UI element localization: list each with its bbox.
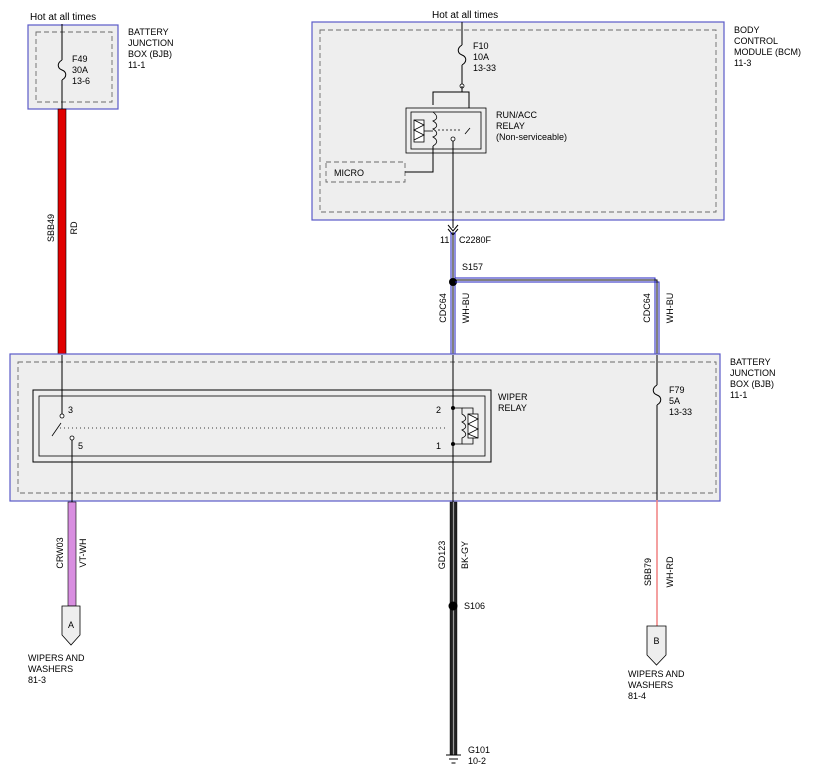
relay-pin1-node — [451, 442, 455, 446]
bjb-main-ref: 11-1 — [730, 390, 747, 400]
bcm-line2: CONTROL — [734, 36, 778, 46]
wiper-relay-resistor-zigzag — [467, 413, 479, 439]
wiper-relay-pin5: 5 — [78, 441, 83, 451]
wiper-relay-coil — [453, 407, 467, 445]
wire-sbb49-color: RD — [69, 221, 79, 234]
fuse-f79-name: F79 — [669, 385, 685, 395]
bjb-top-label: BATTERY JUNCTION BOX (BJB) 11-1 — [128, 27, 174, 70]
relay-feed-coil — [432, 86, 463, 105]
wire-gd123-circuit: GD123 — [437, 541, 447, 570]
run-acc-relay-line2: RELAY — [496, 121, 525, 131]
wire-sbb79-circuit: SBB79 — [643, 558, 653, 586]
relay-pin3-contact — [59, 413, 65, 419]
run-acc-relay — [405, 107, 487, 154]
wiper-relay — [32, 389, 492, 463]
bcm-box — [311, 21, 725, 221]
bjb-top-line2: JUNCTION — [128, 38, 174, 48]
splice-s106 — [448, 601, 458, 611]
offpage-b-line1: WIPERS AND — [628, 669, 685, 679]
offpage-b-line2: WASHERS — [628, 680, 673, 690]
ground-g101-name: G101 — [468, 745, 490, 755]
fuse-f49-symbol — [57, 59, 67, 81]
relay-switch-arm — [51, 422, 62, 437]
wiper-relay-resistor-leads — [462, 407, 474, 445]
wire-cdc64-right-color: WH-BU — [665, 293, 675, 324]
wire-cdc64-right — [455, 279, 658, 355]
wire-sbb49 — [57, 108, 67, 356]
fuse-f49-name: F49 — [72, 54, 88, 64]
bjb-main-line2: JUNCTION — [730, 368, 776, 378]
ground-g101-ref: 10-2 — [468, 756, 486, 766]
fuse-f49-rating: 30A — [72, 65, 88, 75]
fuse-f10-symbol — [457, 44, 467, 66]
bjb-main-line3: BOX (BJB) — [730, 379, 774, 389]
bjb-main-line1: BATTERY — [730, 357, 771, 367]
connector-name: C2280F — [459, 235, 492, 245]
fuse-f10-ref: 13-33 — [473, 63, 496, 73]
fuse-f79-ref: 13-33 — [669, 407, 692, 417]
relay-pin2-node — [451, 406, 455, 410]
wire-crw03-circuit: CRW03 — [55, 537, 65, 568]
fuse-f79-rating: 5A — [669, 396, 680, 406]
offpage-a-line2: WASHERS — [28, 664, 73, 674]
wiper-relay-pin1: 1 — [436, 441, 441, 451]
fuse-f49-ref: 13-6 — [72, 76, 90, 86]
micro-wire — [405, 146, 434, 173]
fuse-f79-symbol — [652, 384, 662, 406]
wire-cdc64-right-circuit: CDC64 — [642, 293, 652, 323]
ground-g101-symbol — [446, 754, 461, 764]
wire-gd123-color: BK-GY — [460, 541, 470, 569]
wire-crw03-color: VT-WH — [78, 539, 88, 568]
bcm-line3: MODULE (BCM) — [734, 47, 801, 57]
wire-cdc64-left-circuit: CDC64 — [438, 293, 448, 323]
bcm-ref: 11-3 — [734, 58, 751, 68]
bjb-top-ref: 11-1 — [128, 60, 145, 70]
offpage-connector-a — [61, 605, 81, 646]
wire-cdc64-left-color: WH-BU — [461, 293, 471, 324]
hot-at-all-times-left: Hot at all times — [30, 12, 96, 23]
connector-pin: 11 — [440, 235, 449, 245]
wiper-relay-line2: RELAY — [498, 403, 527, 413]
bjb-top-box — [27, 24, 119, 110]
fuse-f10-name: F10 — [473, 41, 489, 51]
offpage-connector-b — [646, 625, 667, 666]
wiper-relay-pin3: 3 — [68, 405, 73, 415]
wiper-relay-line1: WIPER — [498, 392, 528, 402]
hot-at-all-times-right: Hot at all times — [432, 10, 498, 21]
splice-s157-label: S157 — [462, 262, 483, 272]
bjb-top-line3: BOX (BJB) — [128, 49, 172, 59]
relay-pin5-contact — [69, 435, 75, 441]
micro-label: MICRO — [334, 168, 364, 178]
bcm-line1: BODY — [734, 25, 760, 35]
offpage-a-ref: 81-3 — [28, 675, 46, 685]
offpage-b-letter: B — [653, 636, 659, 646]
run-acc-relay-line1: RUN/ACC — [496, 110, 538, 120]
offpage-b-ref: 81-4 — [628, 691, 646, 701]
wire-sbb79-color: WH-RD — [665, 556, 675, 587]
run-acc-relay-line3: (Non-serviceable) — [496, 132, 567, 142]
offpage-a-line1: WIPERS AND — [28, 653, 85, 663]
fuse-f10-rating: 10A — [473, 52, 489, 62]
bjb-top-line1: BATTERY — [128, 27, 169, 37]
wire-crw03 — [67, 501, 77, 607]
offpage-a-letter: A — [68, 620, 74, 630]
wiper-relay-pin2: 2 — [436, 405, 441, 415]
wire-sbb49-circuit: SBB49 — [46, 214, 56, 242]
splice-s106-label: S106 — [464, 601, 485, 611]
